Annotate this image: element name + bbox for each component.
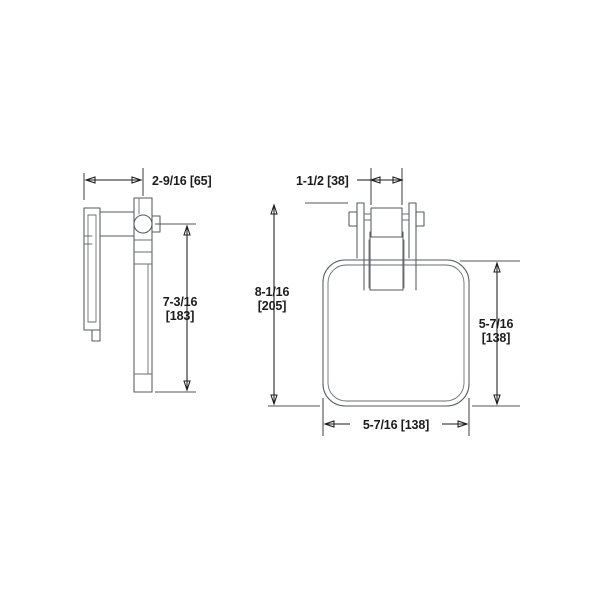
dimension-bracket-width: 1-1/2 [38]	[296, 168, 404, 205]
dimension-ring-height: 5-7/16 [138]	[460, 260, 520, 407]
dimension-overall-height: 8-1/16 [205]	[255, 202, 348, 407]
dimension-label-overall-height-metric: [205]	[258, 299, 286, 313]
front-view-geometry	[322, 202, 470, 407]
dimension-label-overall-height-imperial: 8-1/16	[255, 285, 290, 299]
dimension-ring-width: 5-7/16 [138]	[322, 398, 470, 436]
dimension-label-side-depth: 2-9/16 [65]	[152, 174, 212, 188]
side-view-geometry	[83, 197, 161, 393]
dimension-label-side-height-imperial: 7-3/16	[163, 295, 198, 309]
dimension-label-ring-height-metric: [138]	[482, 331, 510, 345]
dimension-side-height: 7-3/16 [183]	[155, 223, 198, 393]
dimension-label-bracket-width: 1-1/2 [38]	[296, 174, 349, 188]
dimension-label-side-height-metric: [183]	[166, 309, 194, 323]
dimension-label-ring-width: 5-7/16 [138]	[363, 418, 429, 432]
dimension-label-ring-height-imperial: 5-7/16	[479, 317, 514, 331]
dimension-side-depth: 2-9/16 [65]	[83, 168, 212, 200]
